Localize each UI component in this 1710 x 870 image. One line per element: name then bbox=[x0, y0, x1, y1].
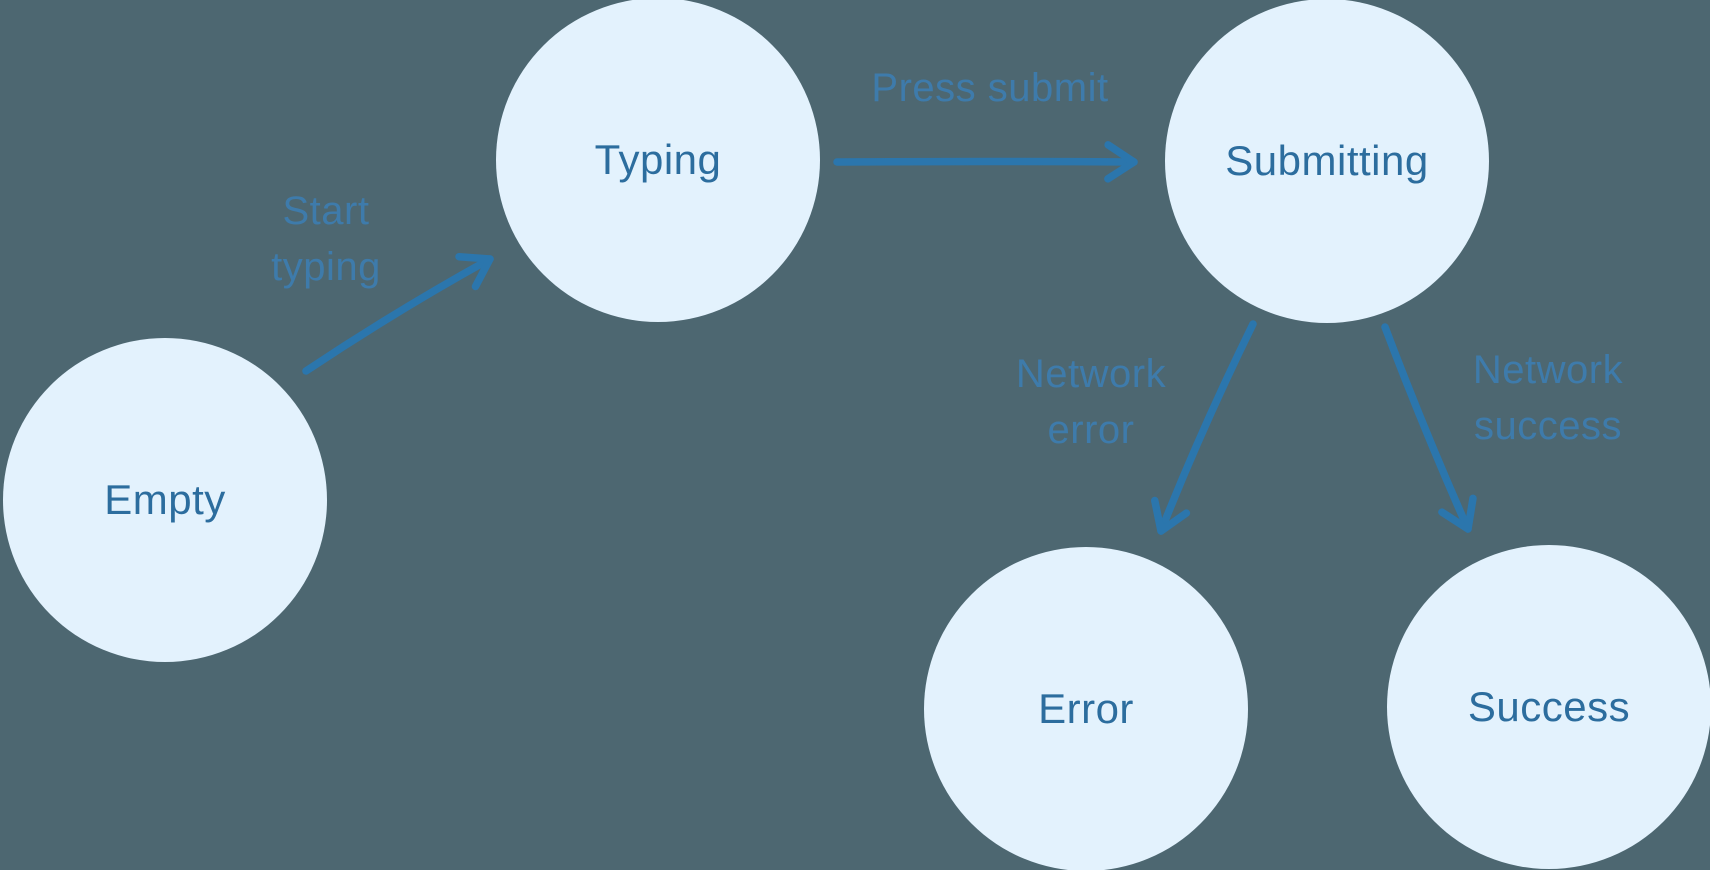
node-empty: Empty bbox=[3, 338, 327, 662]
edge-label-network-error: Network error bbox=[1015, 352, 1167, 452]
node-submitting-label: Submitting bbox=[1225, 137, 1429, 184]
node-submitting: Submitting bbox=[1165, 0, 1489, 323]
edge-empty-to-typing bbox=[302, 252, 494, 375]
edge-typing-to-submitting bbox=[833, 141, 1138, 183]
node-success: Success bbox=[1387, 545, 1710, 869]
node-typing-label: Typing bbox=[594, 136, 722, 183]
node-empty-label: Empty bbox=[104, 476, 226, 523]
node-typing: Typing bbox=[496, 0, 820, 322]
node-error-label: Error bbox=[1038, 685, 1134, 732]
node-error: Error bbox=[924, 547, 1248, 870]
edge-submitting-to-error bbox=[1151, 320, 1257, 535]
edge-label-press-submit: Press submit bbox=[871, 66, 1109, 110]
edge-submitting-to-success bbox=[1381, 323, 1477, 533]
edge-label-network-success: Network success bbox=[1472, 348, 1624, 448]
node-success-label: Success bbox=[1467, 683, 1631, 730]
edge-label-start-typing: Start typing bbox=[271, 189, 381, 289]
